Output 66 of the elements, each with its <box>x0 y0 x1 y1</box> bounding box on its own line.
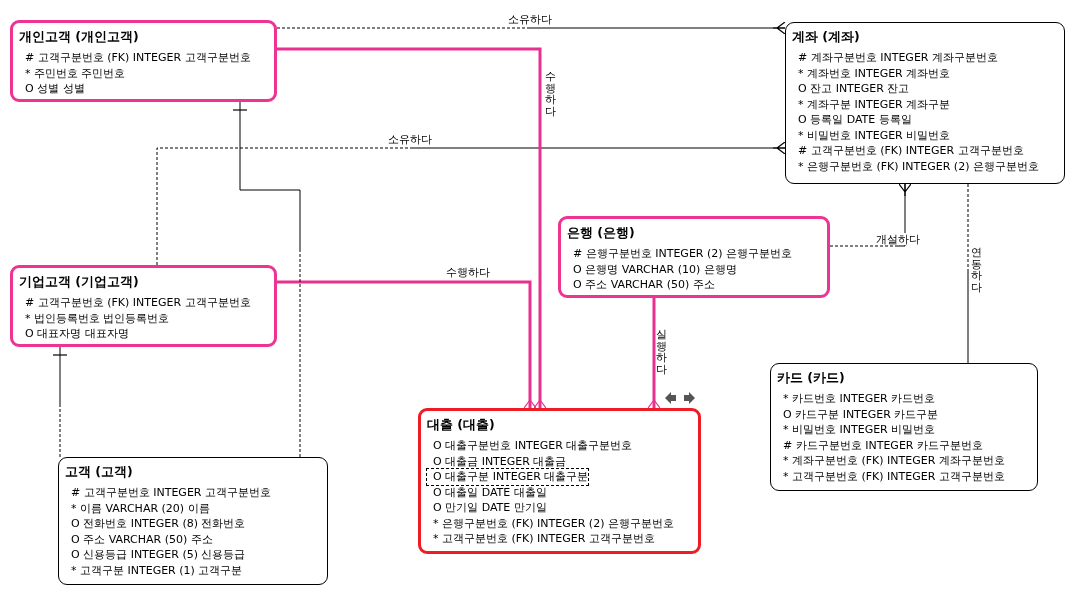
attribute-row-text: O 대표자명 대표자명 <box>24 326 129 342</box>
attribute-row-text: * 카드번호 INTEGER 카드번호 <box>782 391 936 407</box>
relationship-line <box>967 183 969 364</box>
attribute-row-text: O 잔고 INTEGER 잔고 <box>797 81 910 97</box>
attribute-row-text: * 고객구분 INTEGER (1) 고객구분 <box>70 562 243 578</box>
entity-title: 계좌 (계좌) <box>792 29 860 46</box>
entity-title: 고객 (고객) <box>65 464 133 481</box>
attribute-row-text: O 주소 VARCHAR (50) 주소 <box>70 531 213 547</box>
attribute-row-text: # 고객구분번호 INTEGER 고객구분번호 <box>70 485 271 501</box>
attribute-row-text: # 은행구분번호 INTEGER (2) 은행구분번호 <box>572 246 793 262</box>
attribute-row-text: # 고객구분번호 (FK) INTEGER 고객구분번호 <box>24 50 251 66</box>
attribute-row-text: O 대출금 INTEGER 대출금 <box>432 453 567 469</box>
relationship-line <box>647 298 661 409</box>
entity-box <box>58 457 328 585</box>
attribute-row-text: # 고객구분번호 (FK) INTEGER 고객구분번호 <box>797 143 1024 159</box>
attribute-row-text: O 대출일 DATE 대출일 <box>432 484 547 500</box>
entity-title: 기업고객 (기업고객) <box>19 274 139 291</box>
relationship-line <box>232 101 301 458</box>
edge-label: 실행하다 <box>656 328 667 377</box>
attribute-row-text: * 은행구분번호 (FK) INTEGER (2) 은행구분번호 <box>432 515 674 531</box>
attribute-row-text: * 계좌구분 INTEGER 계좌구분 <box>797 96 951 112</box>
entity-box <box>558 216 830 298</box>
attribute-row-text: O 성별 성별 <box>24 81 85 97</box>
entity-title: 개인고객 (개인고객) <box>19 29 139 46</box>
edge-label: 수행하다 <box>446 266 490 278</box>
attribute-row-text: * 고객구분번호 (FK) INTEGER 고객구분번호 <box>782 468 1005 484</box>
attribute-row-text: * 은행구분번호 (FK) INTEGER (2) 은행구분번호 <box>797 158 1039 174</box>
attribute-row-text: * 계좌번호 INTEGER 계좌번호 <box>797 65 951 81</box>
entity-box <box>785 22 1065 184</box>
attribute-row-text: * 비밀번호 INTEGER 비밀번호 <box>797 127 951 143</box>
entity-box <box>770 363 1038 491</box>
edge-label: 소유하다 <box>388 133 432 145</box>
attribute-row-text: * 주민번호 주민번호 <box>24 65 126 81</box>
entity-box <box>10 265 277 347</box>
relationship-line <box>829 183 912 247</box>
attribute-row-text: # 고객구분번호 (FK) INTEGER 고객구분번호 <box>24 295 251 311</box>
entity-box <box>418 408 701 554</box>
entity-title: 카드 (카드) <box>777 370 845 387</box>
attribute-row-text: * 이름 VARCHAR (20) 이름 <box>70 500 210 516</box>
edge-label: 개설하다 <box>876 233 920 245</box>
relationship-line <box>277 47 547 409</box>
attribute-row-text: * 비밀번호 INTEGER 비밀번호 <box>782 422 936 438</box>
attribute-row-text: O 카드구분 INTEGER 카드구분 <box>782 406 939 422</box>
relationship-line <box>276 21 786 35</box>
entity-title: 은행 (은행) <box>567 225 635 242</box>
edge-label: 소유하다 <box>508 13 552 25</box>
attribute-row-text: * 고객구분번호 (FK) INTEGER 고객구분번호 <box>432 531 655 547</box>
attribute-row-text: * 계좌구분번호 (FK) INTEGER 계좌구분번호 <box>782 453 1005 469</box>
relationship-line <box>52 346 68 458</box>
entity-title: 대출 (대출) <box>427 417 495 434</box>
relationship-line <box>277 280 537 409</box>
entity-box <box>10 20 277 102</box>
relationship-line <box>156 141 786 266</box>
attribute-row: O 대출구분 INTEGER 대출구분 <box>427 469 589 485</box>
attribute-row-text: O 대출구분번호 INTEGER 대출구분번호 <box>432 438 633 454</box>
attribute-row-text: O 만기일 DATE 만기일 <box>432 500 547 516</box>
attribute-row-text: * 법인등록번호 법인등록번호 <box>24 310 170 326</box>
attribute-row-text: O 은행명 VARCHAR (10) 은행명 <box>572 261 737 277</box>
attribute-row-text: # 계좌구분번호 INTEGER 계좌구분번호 <box>797 50 998 66</box>
attribute-row-text: O 등록일 DATE 등록일 <box>797 112 912 128</box>
edge-label: 수행하다 <box>545 70 556 119</box>
attribute-row-text: O 주소 VARCHAR (50) 주소 <box>572 277 715 293</box>
attribute-row-text: # 카드구분번호 INTEGER 카드구분번호 <box>782 437 983 453</box>
edge-label: 연동하다 <box>971 246 982 295</box>
attribute-row-text: O 신용등급 INTEGER (5) 신용등급 <box>70 547 246 563</box>
attribute-row-text: O 전화번호 INTEGER (8) 전화번호 <box>70 516 246 532</box>
